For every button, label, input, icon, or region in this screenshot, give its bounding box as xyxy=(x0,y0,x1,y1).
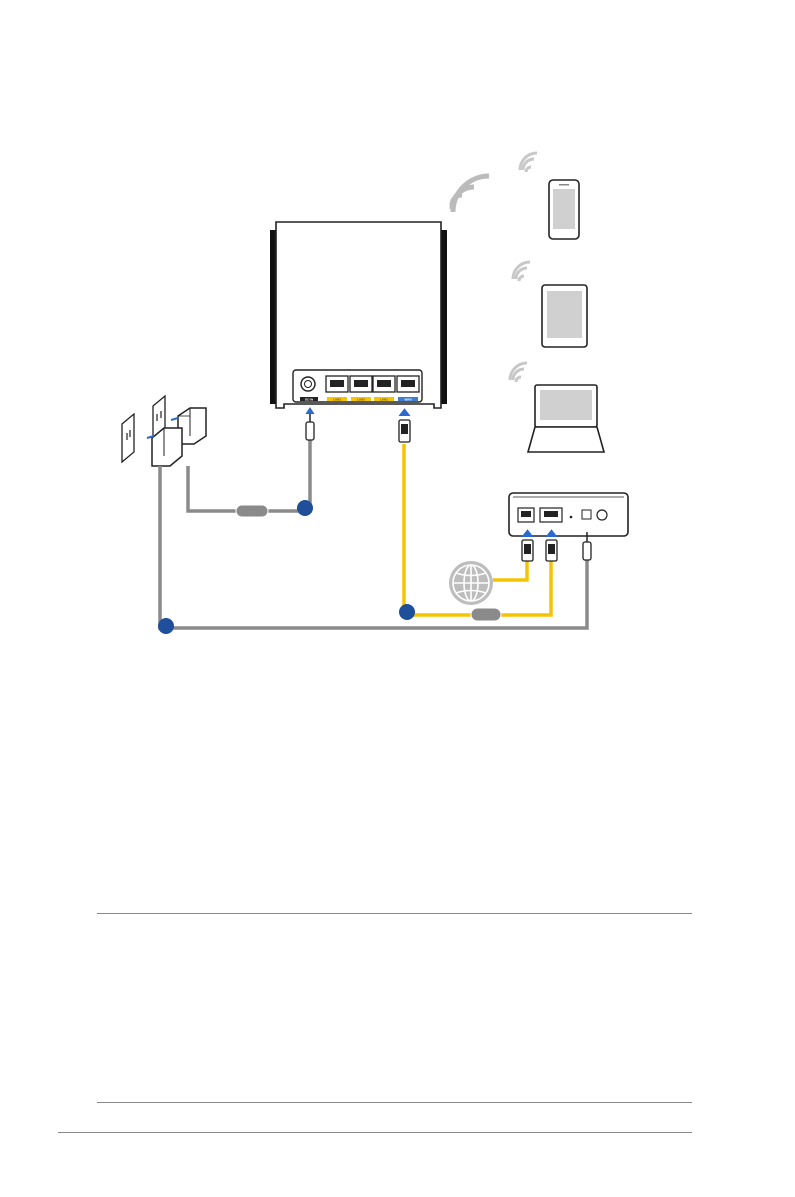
router-right-fin xyxy=(441,230,447,404)
internet-cable xyxy=(493,560,527,580)
wifi-signal-icon xyxy=(510,363,527,382)
laptop-screen xyxy=(540,390,592,420)
footer-rule xyxy=(58,1132,692,1133)
modem-power-button xyxy=(597,510,607,520)
router-wan-port xyxy=(397,376,419,392)
modem-ethernet-port xyxy=(540,508,562,522)
router-power-cable xyxy=(188,440,310,511)
laptop-icon xyxy=(528,385,604,452)
modem-power-adapter xyxy=(152,428,182,466)
modem xyxy=(509,493,628,536)
router-lan-port xyxy=(326,376,348,392)
router-lan-port xyxy=(350,376,372,392)
port-label-lan2: LAN2 xyxy=(357,397,365,401)
tablet-icon xyxy=(542,285,587,347)
cable-tie xyxy=(236,505,268,517)
router-lan-port xyxy=(373,376,395,392)
step-marker xyxy=(158,618,174,634)
plug-arrow xyxy=(171,418,178,420)
router: DC-IN LAN3 LAN2 LAN1 WAN xyxy=(270,222,447,408)
modem-phone-port xyxy=(518,508,534,522)
modem-power-jack xyxy=(582,510,591,519)
dc-power-plug xyxy=(306,408,314,440)
router-power-socket xyxy=(301,377,315,391)
laptop-keyboard-base xyxy=(528,427,604,452)
step-marker xyxy=(297,500,313,516)
wifi-signal-icon xyxy=(513,262,530,281)
port-label-lan1: LAN1 xyxy=(380,397,388,401)
step-marker xyxy=(399,604,415,620)
tablet-screen xyxy=(547,291,582,338)
internet-globe-icon xyxy=(449,561,493,605)
ethernet-plug xyxy=(522,530,533,561)
modem-led xyxy=(570,516,573,519)
port-label-dc-in: DC-IN xyxy=(305,397,313,401)
smartphone-screen xyxy=(553,189,575,229)
note-box-top-rule xyxy=(97,913,692,914)
wifi-signal-icon xyxy=(520,153,537,172)
note-box-bottom-rule xyxy=(97,1102,692,1103)
router-left-fin xyxy=(270,230,276,404)
port-label-lan3: LAN3 xyxy=(333,397,341,401)
smartphone-icon xyxy=(549,180,579,239)
wifi-signal-icon xyxy=(452,176,489,212)
ethernet-plug xyxy=(399,409,410,442)
ethernet-plug xyxy=(546,530,557,561)
cable-tie xyxy=(471,608,501,621)
port-label-wan: WAN xyxy=(405,397,412,401)
